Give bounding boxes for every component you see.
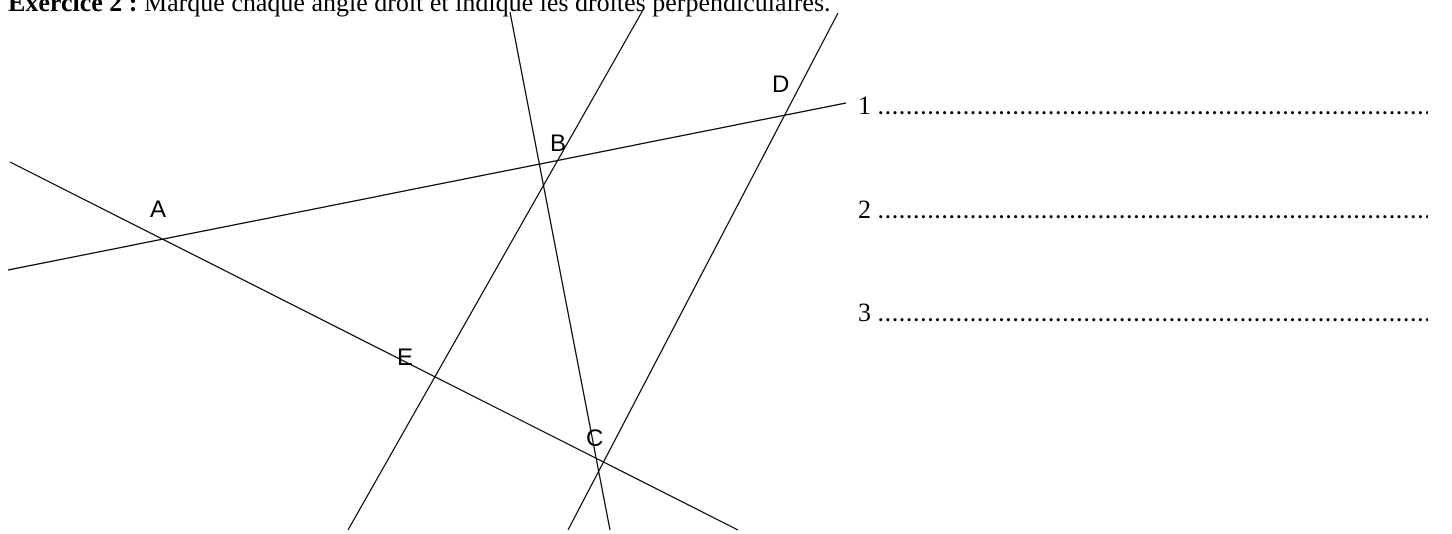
point-label-c: C	[586, 425, 603, 452]
exercise-instruction: Marque chaque angle droit et indique les…	[143, 0, 831, 17]
answer-line-1[interactable]: 1 ......................................…	[858, 91, 1428, 121]
answer-line-3[interactable]: 3 ......................................…	[858, 298, 1428, 328]
line-bc	[509, 11, 611, 531]
line-dc	[567, 12, 839, 531]
point-label-e: E	[397, 344, 413, 371]
answer-line-2[interactable]: 2 ......................................…	[858, 195, 1428, 225]
point-label-a: A	[150, 196, 166, 223]
answer-dots: ........................................…	[877, 298, 1428, 327]
answer-number: 2	[858, 195, 871, 224]
point-label-d: D	[772, 71, 789, 98]
answer-number: 3	[858, 298, 871, 327]
exercise-title: Exercice 2 : Marque chaque angle droit e…	[8, 0, 831, 19]
line-ab	[7, 102, 847, 271]
answer-dots: ........................................…	[877, 195, 1428, 224]
answer-number: 1	[858, 91, 871, 120]
line-be	[347, 9, 644, 531]
line-ae	[9, 161, 739, 531]
point-label-b: B	[550, 130, 566, 157]
exercise-label: Exercice 2 :	[8, 0, 138, 17]
answer-dots: ........................................…	[877, 91, 1428, 120]
